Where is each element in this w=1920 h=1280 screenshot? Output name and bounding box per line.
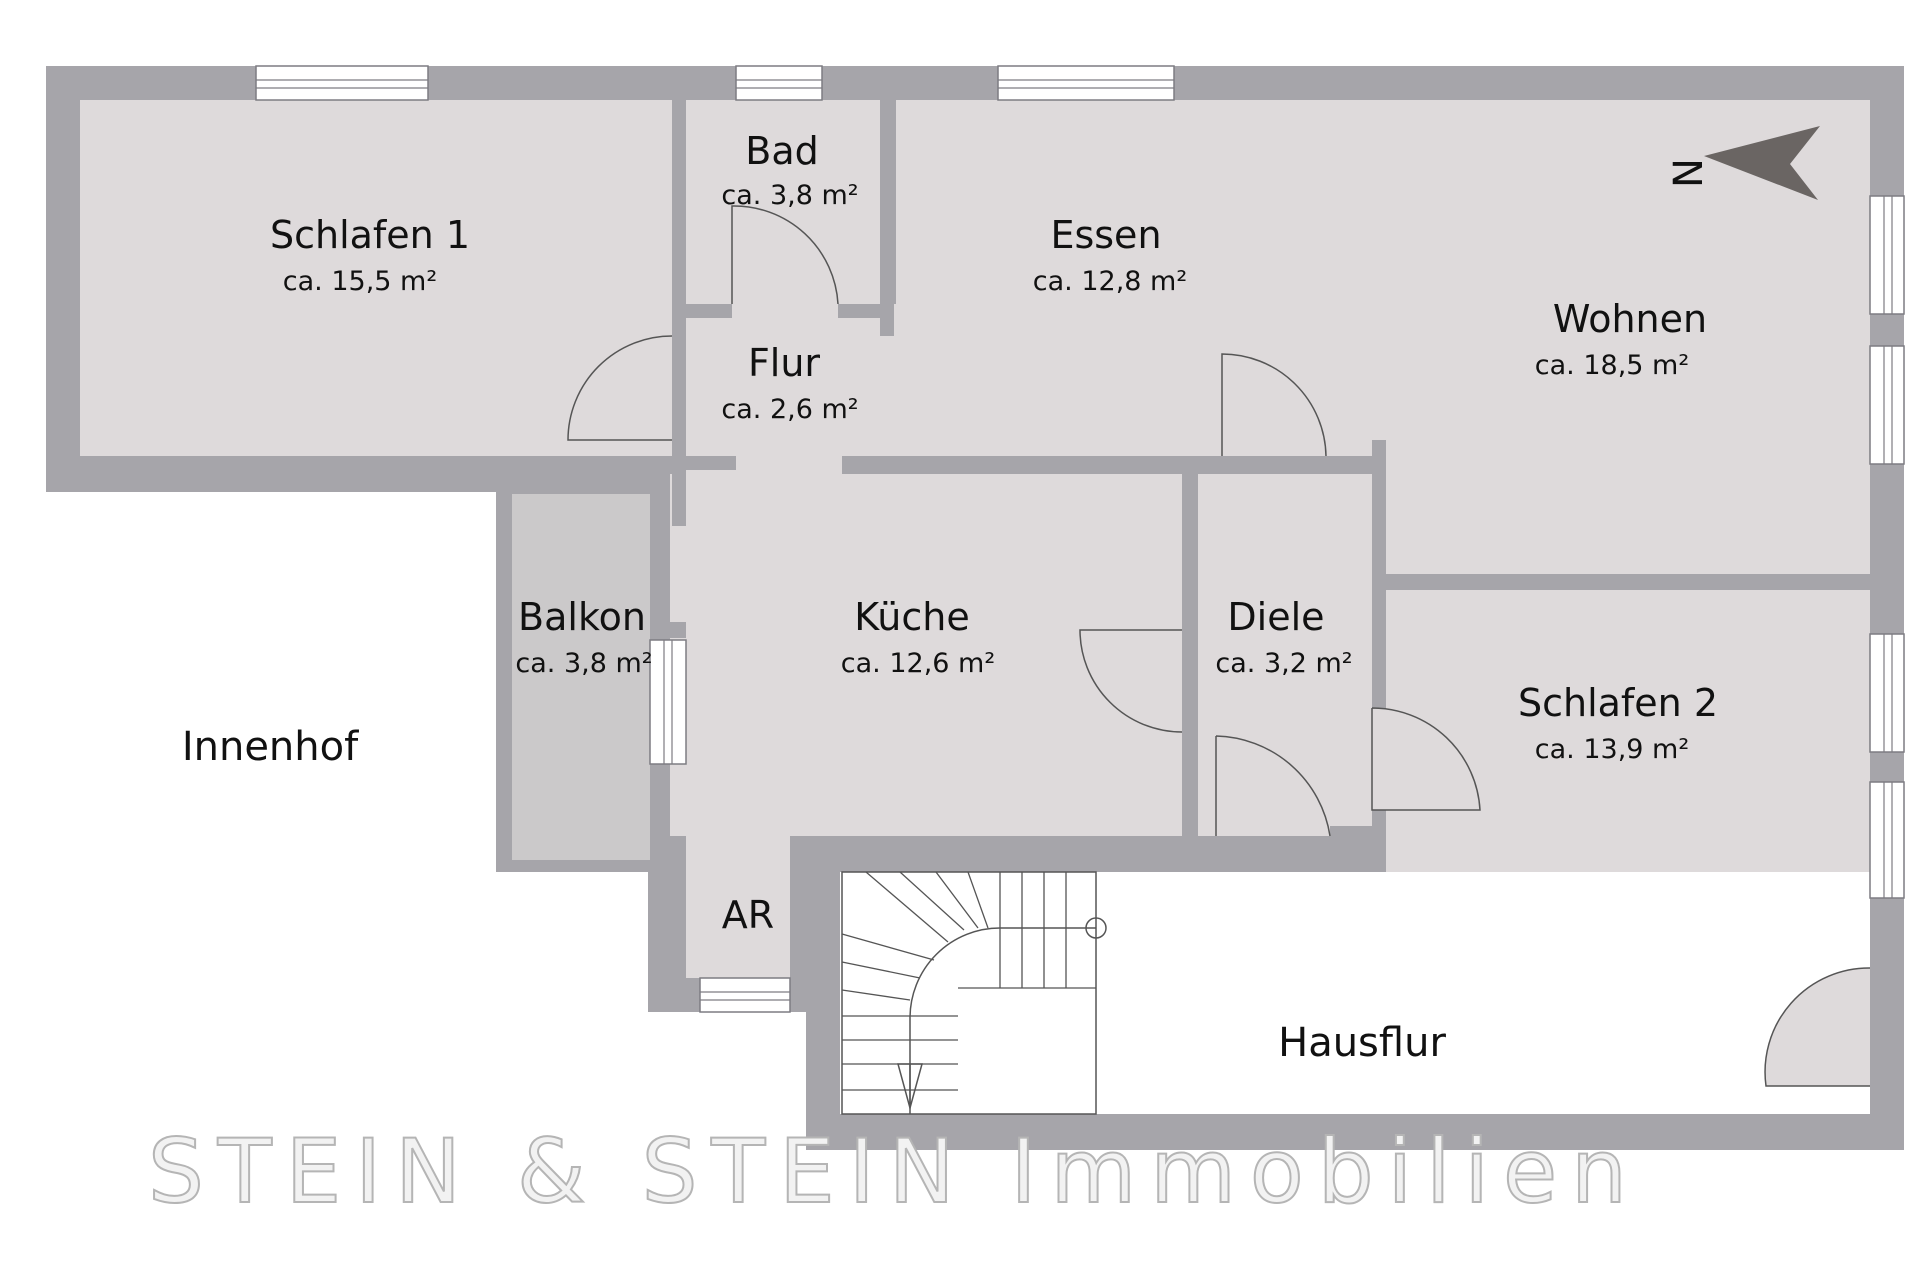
watermark: STEIN & STEIN Immobilien [148, 1120, 1641, 1223]
window-essen [997, 65, 1175, 101]
window-schlafen1 [255, 65, 429, 101]
wohnen-name: Wohnen [1553, 297, 1707, 341]
door-bad [731, 205, 839, 305]
floor-schlafen1 [80, 100, 672, 456]
door-schlafen2 [1371, 707, 1481, 811]
bad-name: Bad [745, 129, 818, 173]
wall-bad-west [672, 100, 686, 336]
schlafen1-area: ca. 15,5 m² [283, 266, 437, 297]
stair-handrail-curve [909, 927, 1096, 1114]
window-ar [699, 977, 791, 1013]
interior-walls [650, 100, 1870, 1006]
compass-letter: N [1666, 158, 1712, 188]
wall-flur-west [672, 456, 686, 526]
wall-diele-south-right [1330, 826, 1386, 840]
innenhof-label: Innenhof [182, 724, 359, 770]
schlafen2-name: Schlafen 2 [1518, 681, 1718, 725]
door-wohnen [1221, 353, 1327, 457]
wall-bad-south-right [838, 304, 894, 318]
floor-wohnen-lower [1386, 440, 1870, 574]
schlafen1-name: Schlafen 1 [270, 213, 470, 257]
window-schlafen2-upper [1869, 633, 1905, 753]
essen-name: Essen [1050, 213, 1161, 257]
door-kueche [1079, 629, 1183, 733]
hausflur-label: Hausflur [1278, 1020, 1446, 1066]
floors [80, 100, 1870, 1114]
north-arrow-icon: N [1666, 126, 1820, 200]
door-schlafen1 [567, 335, 673, 441]
kueche-name: Küche [854, 595, 969, 639]
flur-name: Flur [748, 341, 820, 385]
diele-name: Diele [1227, 595, 1324, 639]
floor-balkon [512, 494, 650, 860]
stair-arrow-icon [897, 1063, 923, 1111]
floor-essen-wohnen [896, 100, 1870, 456]
stair-tread [935, 871, 979, 929]
window-bad [735, 65, 823, 101]
wall-kueche-north [842, 456, 1182, 470]
compass-needle [1704, 126, 1820, 200]
wall-balkon-east [650, 622, 686, 638]
balkon-name: Balkon [518, 595, 646, 639]
stair-tread [841, 961, 921, 979]
ar-name: AR [722, 893, 774, 937]
essen-area: ca. 12,8 m² [1033, 266, 1187, 297]
wall-wohnen-schlafen2 [1386, 574, 1870, 590]
window-schlafen2-lower [1869, 781, 1905, 899]
window-wohnen-upper [1869, 195, 1905, 315]
staircase [841, 871, 1107, 1115]
door-diele-entry [1215, 735, 1331, 837]
floor-flur [686, 304, 896, 460]
doors [567, 205, 1871, 1087]
wall-bad-south-left [686, 304, 732, 318]
room-labels: Schlafen 1 ca. 15,5 m² Bad ca. 3,8 m² Es… [182, 129, 1718, 1066]
stair-tread [841, 933, 935, 961]
diele-area: ca. 3,2 m² [1215, 648, 1352, 679]
wall-bad-east [880, 100, 894, 336]
wohnen-area: ca. 18,5 m² [1535, 350, 1689, 381]
floor-ar [686, 836, 806, 978]
flur-area: ca. 2,6 m² [721, 394, 858, 425]
wall-flur-south-left [672, 456, 736, 470]
balkon-area: ca. 3,8 m² [515, 648, 652, 679]
wall-kueche-south [790, 836, 1210, 850]
schlafen2-area: ca. 13,9 m² [1535, 734, 1689, 765]
wall-diele-north-right [1326, 456, 1386, 470]
stair-tread [899, 871, 965, 931]
window-wohnen-lower [1869, 345, 1905, 465]
door-hausflur-entry [1764, 967, 1871, 1087]
stair-tread [841, 989, 911, 1001]
stair-tread [967, 871, 989, 929]
kueche-area: ca. 12,6 m² [841, 648, 995, 679]
stair-tread [865, 871, 949, 943]
wall-wohnen-west [1372, 440, 1386, 710]
window-balkon [649, 639, 687, 765]
bad-area: ca. 3,8 m² [721, 180, 858, 211]
staircase-outline [841, 871, 1097, 1115]
stair-newel-icon [1085, 917, 1107, 939]
floor-schlafen2 [1386, 590, 1870, 922]
windows [255, 65, 1905, 1013]
wall-ar-east [790, 836, 806, 1006]
wall-kueche-east [1182, 470, 1198, 836]
